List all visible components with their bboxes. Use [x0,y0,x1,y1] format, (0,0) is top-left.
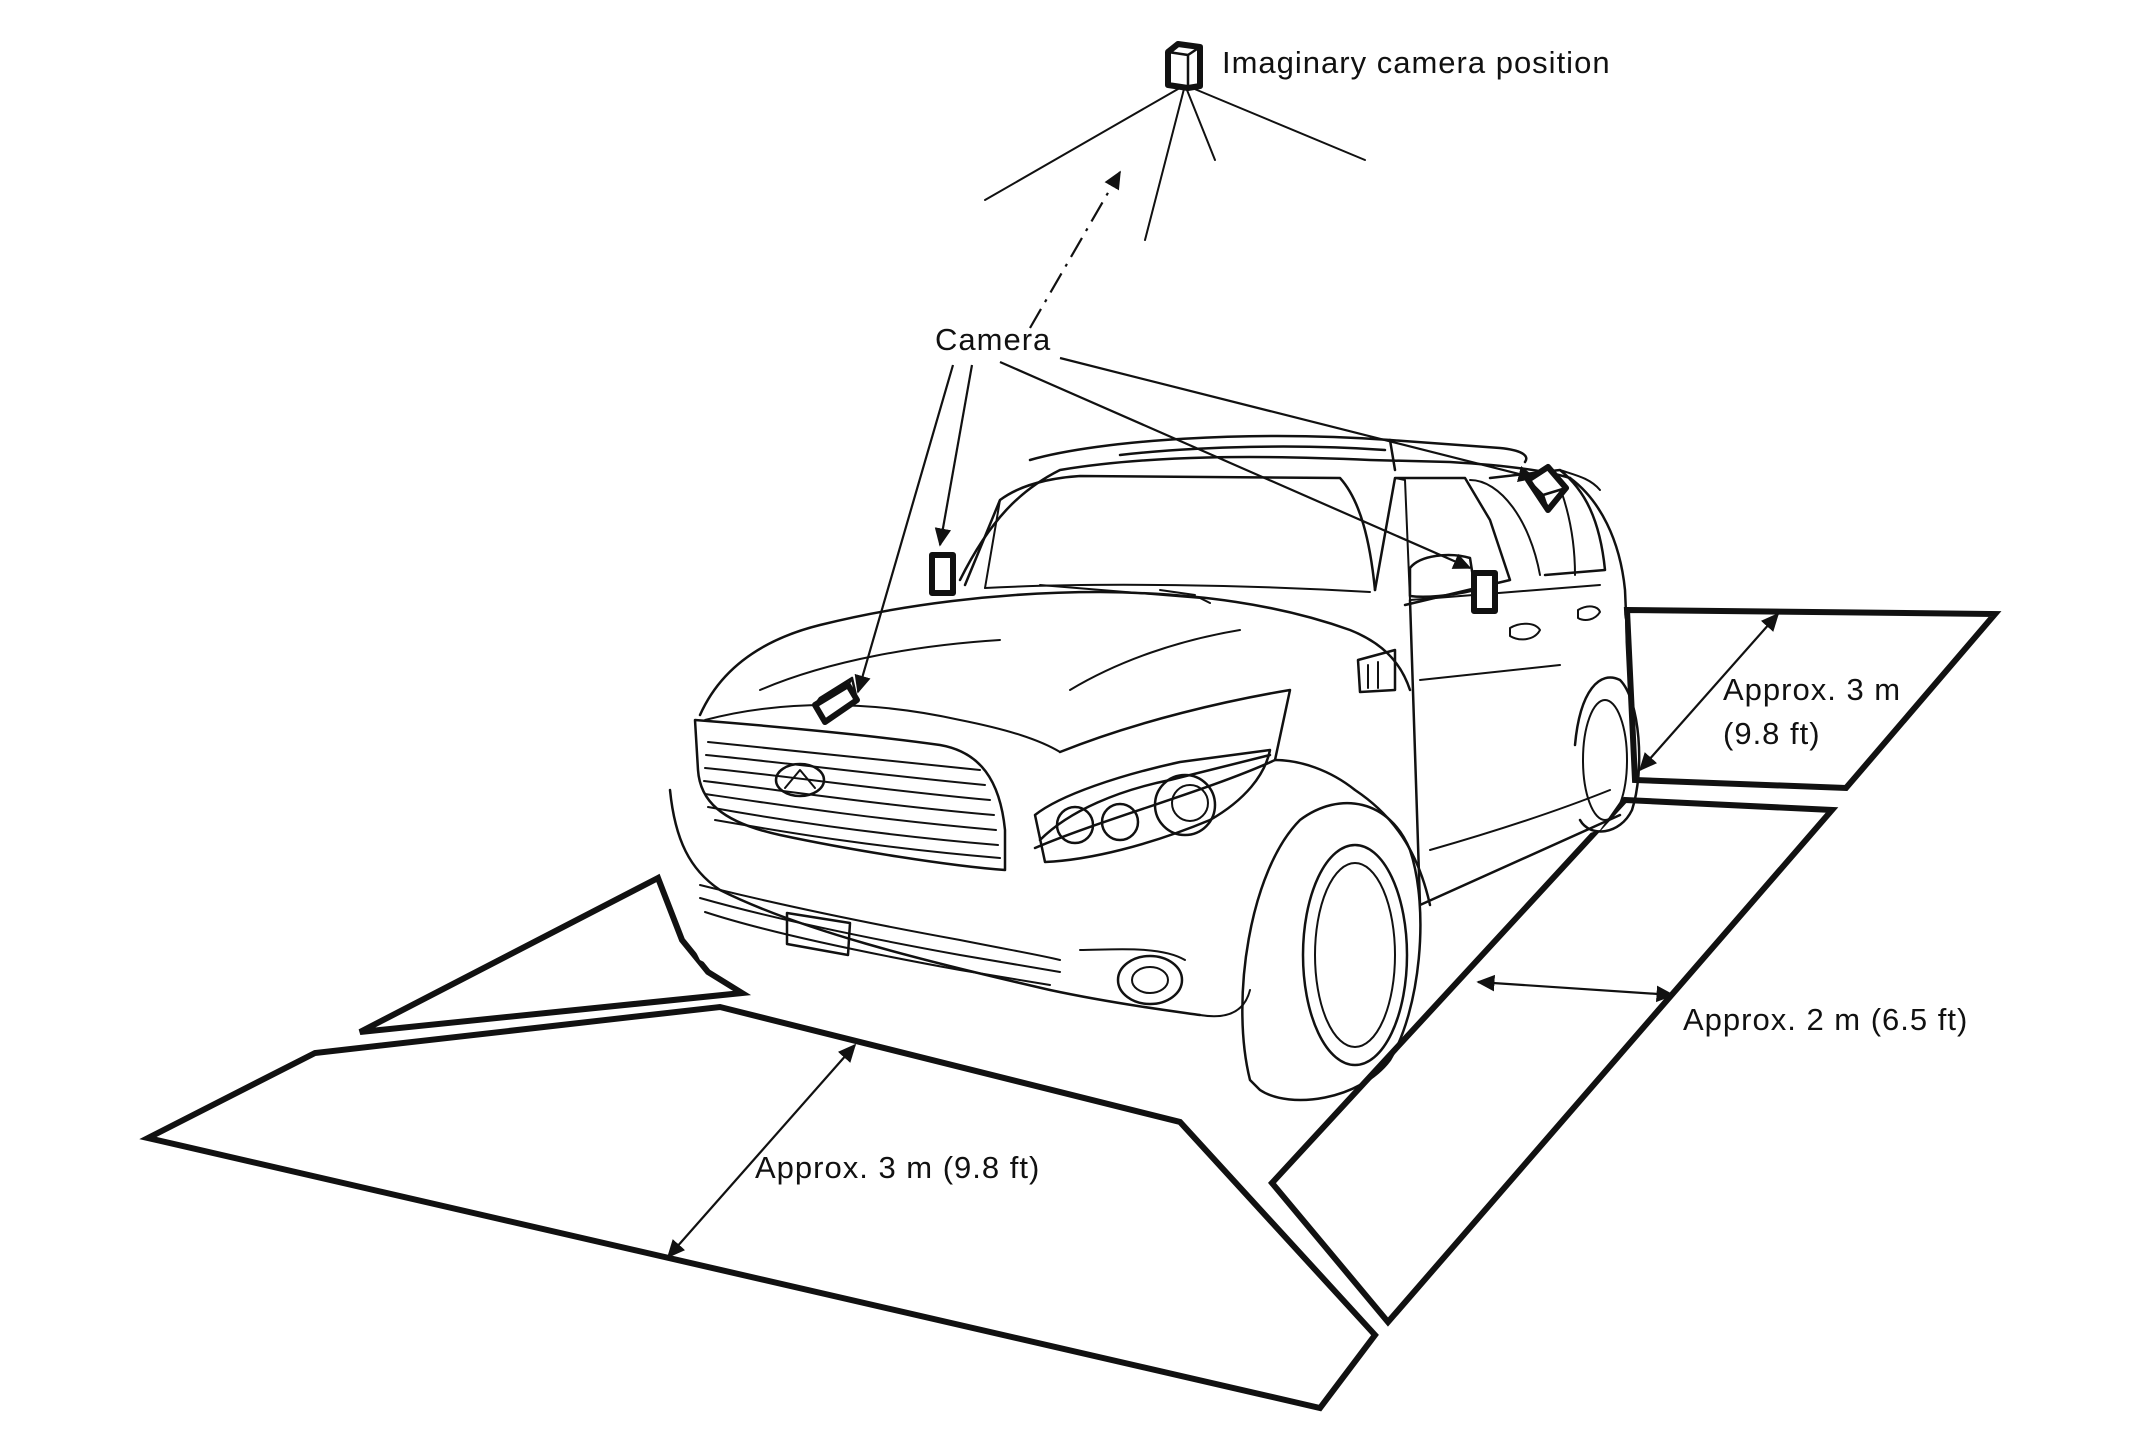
camera-icon [812,676,860,725]
camera-icon [1165,41,1203,91]
imaginary-camera-label: Imaginary camera position [1222,45,1611,80]
zone-side [1268,796,1839,1327]
zone-front [139,1003,1379,1412]
side-dimension-arrow [1476,974,1675,1003]
side-distance-label: Approx. 2 m (6.5 ft) [1683,1002,1968,1037]
camera-icon [1525,464,1569,513]
imaginary-camera: Imaginary camera position [984,41,1611,241]
rear-distance-label-line1: Approx. 3 m [1723,672,1901,707]
rear-distance-label-line2: (9.8 ft) [1723,716,1821,751]
front-dimension-arrow [666,1043,857,1259]
camera-label: Camera [935,322,1051,357]
zone-front-left [358,873,752,1035]
virtual-view-arrow [1029,170,1121,329]
camera-icon [929,552,956,596]
car-illustration [668,434,1641,1102]
camera-icon [1471,570,1498,614]
front-distance-label: Approx. 3 m (9.8 ft) [755,1150,1040,1185]
rear-dimension-arrow [1638,612,1780,772]
camera-pointers [854,356,1537,694]
